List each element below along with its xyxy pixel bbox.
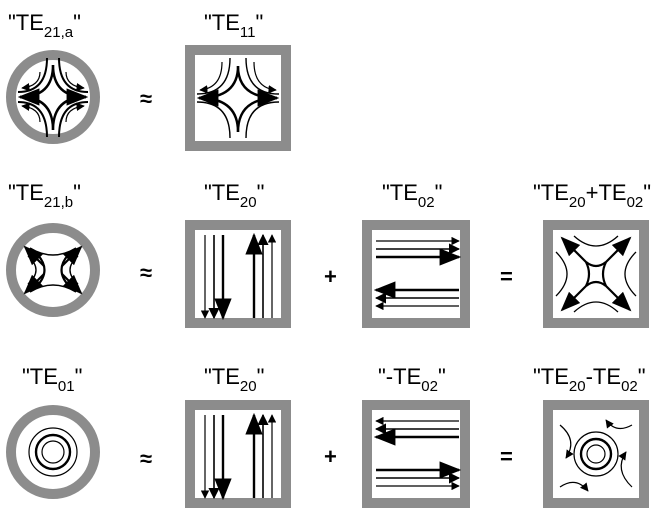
circular-waveguide-te01 <box>6 405 100 499</box>
operator-plus: + <box>324 444 337 469</box>
label-te20-plus-te02: "TE20+TE02" <box>533 180 651 211</box>
rectangular-waveguide-te02 <box>362 220 470 328</box>
operator-plus: + <box>324 264 337 289</box>
label-te20-row3: "TE20" <box>204 364 264 395</box>
label-te21b: "TE21,b" <box>8 180 81 211</box>
label-te01: "TE01" <box>22 364 82 395</box>
operator-approx: ≈ <box>140 86 152 111</box>
circular-waveguide-te21b <box>6 223 100 317</box>
operator-approx: ≈ <box>140 260 152 285</box>
circular-waveguide-te21a <box>6 50 100 144</box>
operator-equals: = <box>500 264 513 289</box>
rectangular-waveguide-te20-plus-te02 <box>543 220 649 328</box>
label-minus-te02: "-TE02" <box>378 364 446 395</box>
operator-approx: ≈ <box>140 446 152 471</box>
operator-equals: = <box>500 444 513 469</box>
label-te20: "TE20" <box>204 180 264 211</box>
rectangular-waveguide-te11 <box>185 45 291 151</box>
label-te02: "TE02" <box>382 180 442 211</box>
label-te21a: "TE21,a" <box>8 10 81 41</box>
rectangular-waveguide-te20-row3 <box>185 400 291 508</box>
rectangular-waveguide-te20 <box>185 220 291 328</box>
rectangular-waveguide-te20-minus-te02 <box>543 400 649 508</box>
rectangular-waveguide-minus-te02 <box>362 400 470 508</box>
label-te20-minus-te02: "TE20-TE02" <box>533 364 646 395</box>
label-te11: "TE11" <box>204 10 263 41</box>
